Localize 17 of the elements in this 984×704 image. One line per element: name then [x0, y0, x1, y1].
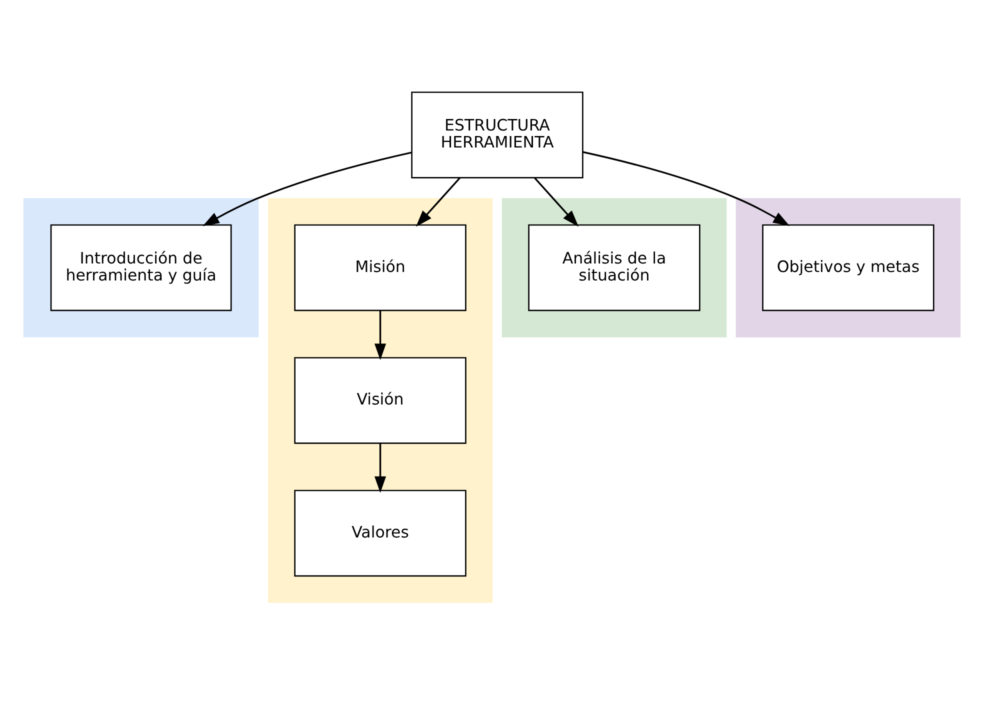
node-box: Introducción de herramienta y guía — [50, 224, 232, 311]
arrow — [374, 442, 386, 492]
arrow — [582, 150, 790, 226]
cluster — [268, 198, 493, 602]
arrow — [416, 176, 461, 226]
node-box: Análisis de la situación — [528, 224, 700, 311]
arrow — [202, 151, 412, 226]
cluster — [736, 198, 961, 337]
node-box: Objetivos y metas — [762, 224, 934, 311]
arrow — [534, 176, 579, 226]
node-box: Misión — [294, 224, 466, 311]
node-box: Valores — [294, 489, 466, 576]
cluster — [23, 198, 259, 337]
node-box: Visión — [294, 356, 466, 444]
cluster — [502, 198, 727, 337]
arrow — [374, 310, 386, 360]
node-box: ESTRUCTURA HERRAMIENTA — [411, 91, 584, 178]
